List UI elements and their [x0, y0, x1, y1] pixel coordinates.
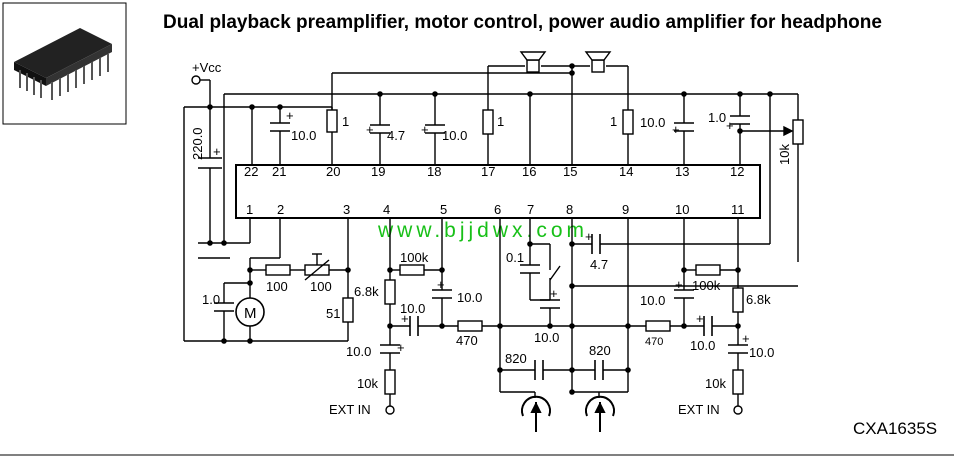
- pin-19: 19: [371, 164, 385, 179]
- pin-15: 15: [563, 164, 577, 179]
- svg-text:+: +: [742, 331, 750, 346]
- playback-head-left-icon: [521, 395, 551, 432]
- motor-icon: [235, 297, 265, 327]
- label-c820-r: 820: [589, 343, 611, 358]
- svg-text:+: +: [213, 144, 221, 159]
- pin-5: 5: [440, 202, 447, 217]
- label-ext-in-left: EXT IN: [329, 402, 371, 417]
- label-r470-r: 470: [645, 336, 663, 348]
- label-c10-l3: 10.0: [346, 344, 371, 359]
- label-r68-l: 6.8k: [354, 284, 379, 299]
- label-ext-in-right: EXT IN: [678, 402, 720, 417]
- watermark-text: www.bjjdwx.com: [378, 219, 589, 242]
- label-c01: 0.1: [506, 250, 524, 265]
- switch-icon: [549, 265, 561, 281]
- label-c10-mid: 10.0: [534, 330, 559, 345]
- label-c13: 10.0: [640, 115, 665, 130]
- pin-13: 13: [675, 164, 689, 179]
- pin-4: 4: [383, 202, 390, 217]
- label-c220: 220.0: [190, 127, 205, 160]
- ext-in-left-terminal-icon: [385, 405, 395, 415]
- speaker-right-icon: [584, 51, 612, 73]
- pin-17: 17: [481, 164, 495, 179]
- pin-6: 6: [494, 202, 501, 217]
- pin-2: 2: [277, 202, 284, 217]
- label-c10-r2: 10.0: [690, 338, 715, 353]
- motor-label: M: [244, 305, 257, 322]
- label-c21: 10.0: [291, 128, 316, 143]
- ic-body: [235, 164, 761, 219]
- playback-head-right-icon: [585, 395, 615, 432]
- label-r51: 51: [326, 306, 340, 321]
- label-r100a: 100: [266, 279, 288, 294]
- pin-8: 8: [566, 202, 573, 217]
- pin-12: 12: [730, 164, 744, 179]
- pin-3: 3: [343, 202, 350, 217]
- svg-text:+: +: [437, 277, 445, 292]
- svg-text:+: +: [672, 122, 680, 137]
- pin-18: 18: [427, 164, 441, 179]
- label-r100b: 100: [310, 279, 332, 294]
- label-r68-r: 6.8k: [746, 292, 771, 307]
- label-c10-l2: 10.0: [457, 290, 482, 305]
- label-c10-r1: 10.0: [640, 293, 665, 308]
- svg-text:+: +: [585, 229, 593, 244]
- svg-text:+: +: [696, 311, 704, 326]
- pin-9: 9: [622, 202, 629, 217]
- svg-text:+: +: [675, 277, 683, 292]
- pin-21: 21: [272, 164, 286, 179]
- label-c10-r3: 10.0: [749, 345, 774, 360]
- label-r20: 1: [342, 114, 349, 129]
- label-pot: 10k: [777, 144, 792, 165]
- pins-top: 22 21 20 19 18 17 16 15 14 13 12: [244, 164, 744, 179]
- label-c10-l1: 10.0: [400, 301, 425, 316]
- svg-text:+: +: [726, 118, 734, 133]
- label-r14: 1: [610, 114, 617, 129]
- svg-text:+: +: [401, 311, 409, 326]
- pin-7: 7: [527, 202, 534, 217]
- label-r470-l: 470: [456, 333, 478, 348]
- label-r100k-r: 100k: [692, 278, 721, 293]
- part-number: CXA1635S: [853, 419, 938, 438]
- label-r17: 1: [497, 114, 504, 129]
- label-c19: 4.7: [387, 128, 405, 143]
- vcc-terminal-icon: [191, 75, 201, 85]
- label-c18: 10.0: [442, 128, 467, 143]
- label-c12: 1.0: [708, 110, 726, 125]
- pin-14: 14: [619, 164, 633, 179]
- label-r10k-ext-l: 10k: [357, 376, 378, 391]
- speaker-left-icon: [519, 51, 547, 73]
- label-r10k-ext-r: 10k: [705, 376, 726, 391]
- pin-10: 10: [675, 202, 689, 217]
- label-c820-l: 820: [505, 351, 527, 366]
- svg-text:+: +: [366, 122, 374, 137]
- ext-in-right-terminal-icon: [733, 405, 743, 415]
- label-c47-mid: 4.7: [590, 257, 608, 272]
- pin-11: 11: [731, 202, 745, 217]
- pin-1: 1: [246, 202, 253, 217]
- svg-text:+: +: [397, 340, 405, 355]
- label-c-motor: 1.0: [202, 292, 220, 307]
- vcc-label: +Vcc: [192, 60, 222, 75]
- pin-16: 16: [522, 164, 536, 179]
- pins-bottom: 1 2 3 4 5 6 7 8 9 10 11: [246, 202, 745, 217]
- ic-thumbnail-icon: [2, 2, 127, 125]
- pin-20: 20: [326, 164, 340, 179]
- label-r100k-l: 100k: [400, 250, 429, 265]
- svg-text:+: +: [550, 286, 558, 301]
- diagram-title: Dual playback preamplifier, motor contro…: [163, 12, 882, 33]
- svg-text:+: +: [421, 122, 429, 137]
- svg-text:+: +: [286, 108, 294, 123]
- pin-22: 22: [244, 164, 258, 179]
